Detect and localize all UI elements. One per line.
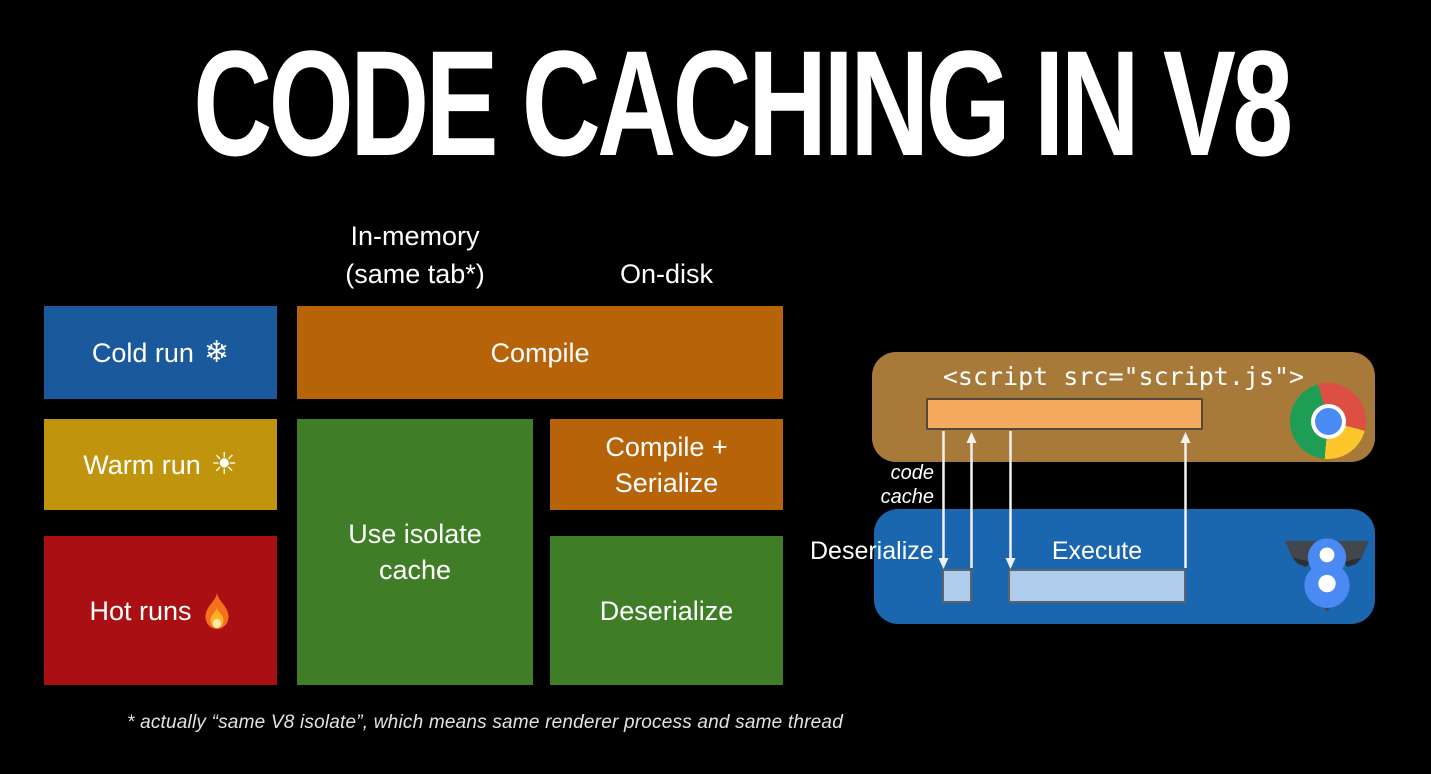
footnote: * actually “same V8 isolate”, which mean… [127, 712, 843, 733]
script-tag-text: <script src="script.js"> [942, 362, 1305, 391]
page-title: CODE CACHING IN V8 [193, 19, 1293, 187]
script-bar [926, 398, 1203, 430]
engine-box [874, 509, 1375, 624]
v8-icon [1285, 538, 1369, 613]
deserialize-label: Deserialize [810, 537, 934, 565]
row-label-cold-run-text: Cold run [91, 337, 194, 368]
row-label-warm-run: Warm run ☀ [44, 419, 277, 510]
row-label-cold-run: Cold run ❄ [44, 306, 277, 399]
cell-use-isolate-cache: Use isolate cache [297, 419, 533, 685]
execute-label: Execute [1051, 537, 1143, 565]
column-header-on-disk: On-disk [619, 259, 714, 289]
cell-deserialize: Deserialize [550, 536, 783, 685]
code-cache-label: code cache [880, 462, 934, 508]
chrome-blue-center [1314, 407, 1342, 435]
column-header-in-memory: In-memory (same tab*) [345, 221, 485, 289]
row-label-hot-runs-text: Hot runs [89, 595, 192, 626]
snowflake-icon: ❄ [203, 334, 230, 370]
row-label-hot-runs: Hot runs [44, 536, 277, 685]
chrome-icon [1290, 383, 1366, 459]
row-label-warm-run-text: Warm run [83, 449, 201, 480]
sun-icon: ☀ [210, 446, 238, 482]
cell-compile-serialize: Compile + Serialize [550, 419, 783, 510]
execute-bar [1008, 569, 1186, 603]
cell-compile: Compile [297, 306, 783, 399]
fire-icon [204, 592, 229, 629]
deserialize-bar [942, 569, 972, 603]
